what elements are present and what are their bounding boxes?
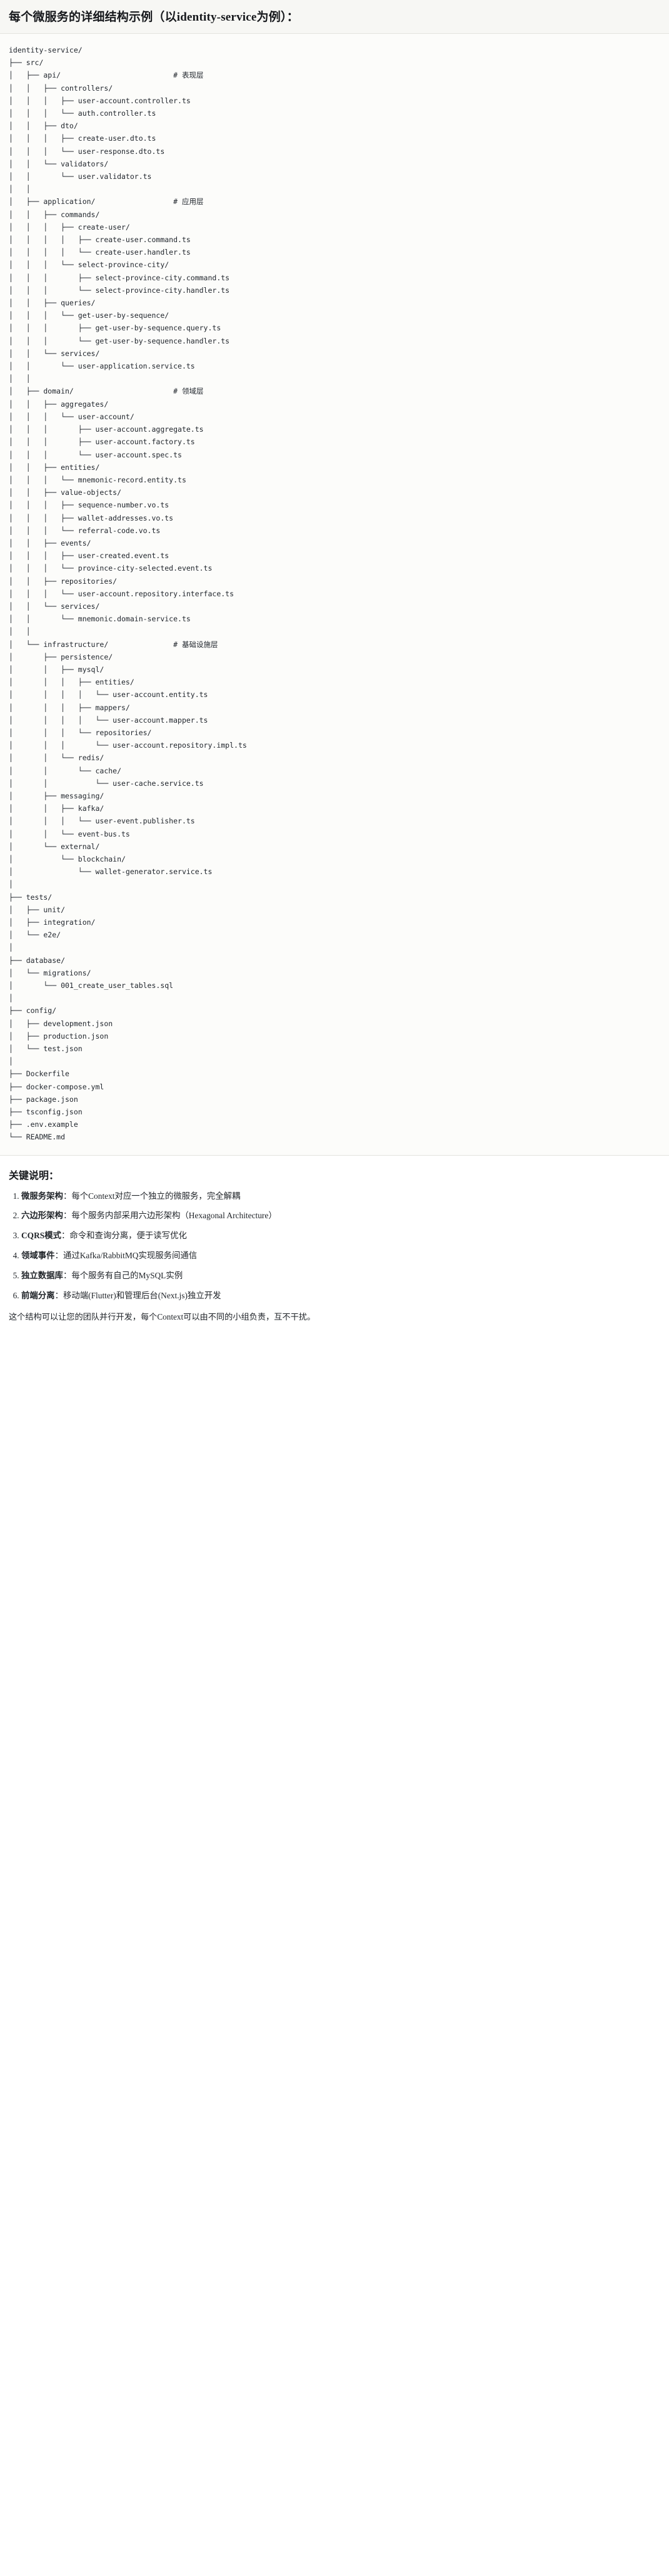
key-points-list: 微服务架构：每个Context对应一个独立的微服务，完全解耦 六边形架构：每个服… bbox=[9, 1190, 660, 1303]
list-item: 六边形架构：每个服务内部采用六边形架构（Hexagonal Architectu… bbox=[21, 1209, 660, 1223]
key-point-term: 独立数据库 bbox=[21, 1270, 63, 1280]
key-point-desc: ：移动端(Flutter)和管理后台(Next.js)独立开发 bbox=[54, 1290, 221, 1300]
key-points-section: 关键说明： 微服务架构：每个Context对应一个独立的微服务，完全解耦 六边形… bbox=[0, 1155, 669, 1334]
key-point-term: 微服务架构 bbox=[21, 1191, 63, 1201]
list-item: 独立数据库：每个服务有自己的MySQL实例 bbox=[21, 1270, 660, 1283]
key-point-term: 六边形架构 bbox=[21, 1211, 63, 1221]
list-item: CQRS模式：命令和查询分离，便于读写优化 bbox=[21, 1229, 660, 1243]
list-item: 领域事件：通过Kafka/RabbitMQ实现服务间通信 bbox=[21, 1250, 660, 1263]
title-band: 每个微服务的详细结构示例（以identity-service为例）： bbox=[0, 0, 669, 34]
directory-tree: identity-service/ ├── src/ │ ├── api/ # … bbox=[9, 46, 247, 1142]
key-point-desc: ：每个服务内部采用六边形架构（Hexagonal Architecture） bbox=[63, 1211, 277, 1221]
list-item: 微服务架构：每个Context对应一个独立的微服务，完全解耦 bbox=[21, 1190, 660, 1203]
key-point-desc: ：每个Context对应一个独立的微服务，完全解耦 bbox=[63, 1191, 241, 1201]
key-point-term: 前端分离 bbox=[21, 1290, 55, 1300]
closing-paragraph: 这个结构可以让您的团队并行开发，每个Context可以由不同的小组负责，互不干扰… bbox=[9, 1312, 316, 1322]
directory-tree-block: identity-service/ ├── src/ │ ├── api/ # … bbox=[0, 34, 669, 1156]
key-points-heading: 关键说明： bbox=[9, 1170, 59, 1181]
key-point-desc: ：每个服务有自己的MySQL实例 bbox=[63, 1270, 183, 1280]
page-title: 每个微服务的详细结构示例（以identity-service为例）： bbox=[9, 11, 299, 24]
list-item: 前端分离：移动端(Flutter)和管理后台(Next.js)独立开发 bbox=[21, 1290, 660, 1303]
key-point-term: CQRS模式 bbox=[21, 1231, 61, 1241]
key-point-desc: ：通过Kafka/RabbitMQ实现服务间通信 bbox=[54, 1250, 198, 1260]
key-point-desc: ：命令和查询分离，便于读写优化 bbox=[61, 1231, 187, 1241]
key-point-term: 领域事件 bbox=[21, 1250, 55, 1260]
